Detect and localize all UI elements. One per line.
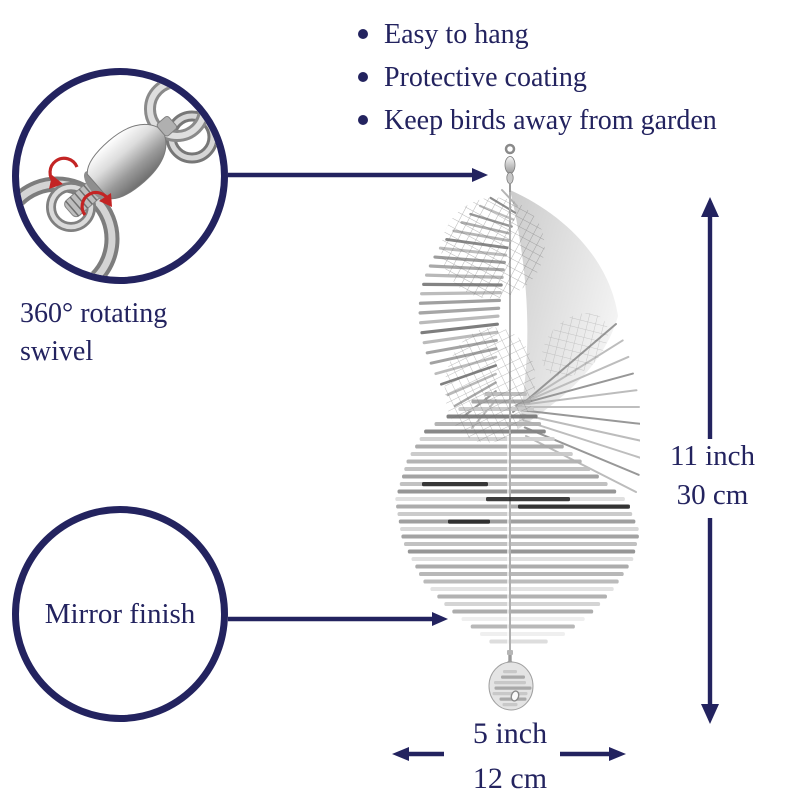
width-dimension-label: 5 inch 12 cm [430, 711, 590, 800]
feature-item: Easy to hang [358, 14, 717, 57]
swivel-callout-label: 360° rotating swivel [20, 295, 167, 371]
swivel-callout-line1: 360° rotating [20, 298, 168, 329]
spinner-slats [395, 392, 639, 644]
pointer-arrow-mirror [228, 612, 448, 626]
width-imperial: 5 inch [472, 717, 548, 750]
hanging-hook-icon [504, 143, 516, 192]
height-arrow-down [701, 518, 719, 724]
spinner-dark-reflections [422, 482, 630, 524]
mirror-detail-circle: Mirror finish [12, 506, 228, 722]
bullet-icon [358, 29, 368, 39]
feature-text: Keep birds away from garden [384, 105, 717, 136]
bullet-icon [358, 115, 368, 125]
feature-list: Easy to hang Protective coating Keep bir… [358, 14, 717, 143]
width-metric: 12 cm [472, 762, 548, 795]
height-arrow-up [701, 197, 719, 439]
bullet-icon [358, 72, 368, 82]
height-metric: 30 cm [676, 479, 749, 511]
width-arrow-left [392, 747, 444, 761]
swivel-callout-line2: swivel [20, 336, 94, 367]
feature-item: Protective coating [358, 57, 717, 100]
swivel-photo [19, 76, 219, 277]
mirror-callout-label: Mirror finish [44, 597, 196, 630]
pendant-icon [488, 650, 534, 711]
swivel-detail-circle [12, 68, 228, 284]
pointer-arrow-swivel [228, 168, 488, 182]
width-arrow-right [560, 747, 626, 761]
feature-text: Protective coating [384, 62, 587, 93]
height-imperial: 11 inch [669, 440, 756, 472]
rotation-arrow-icon [48, 156, 111, 216]
feature-text: Easy to hang [384, 19, 529, 50]
wind-spinner-image [395, 143, 640, 711]
feature-item: Keep birds away from garden [358, 100, 717, 143]
height-dimension-label: 11 inch 30 cm [645, 437, 780, 515]
